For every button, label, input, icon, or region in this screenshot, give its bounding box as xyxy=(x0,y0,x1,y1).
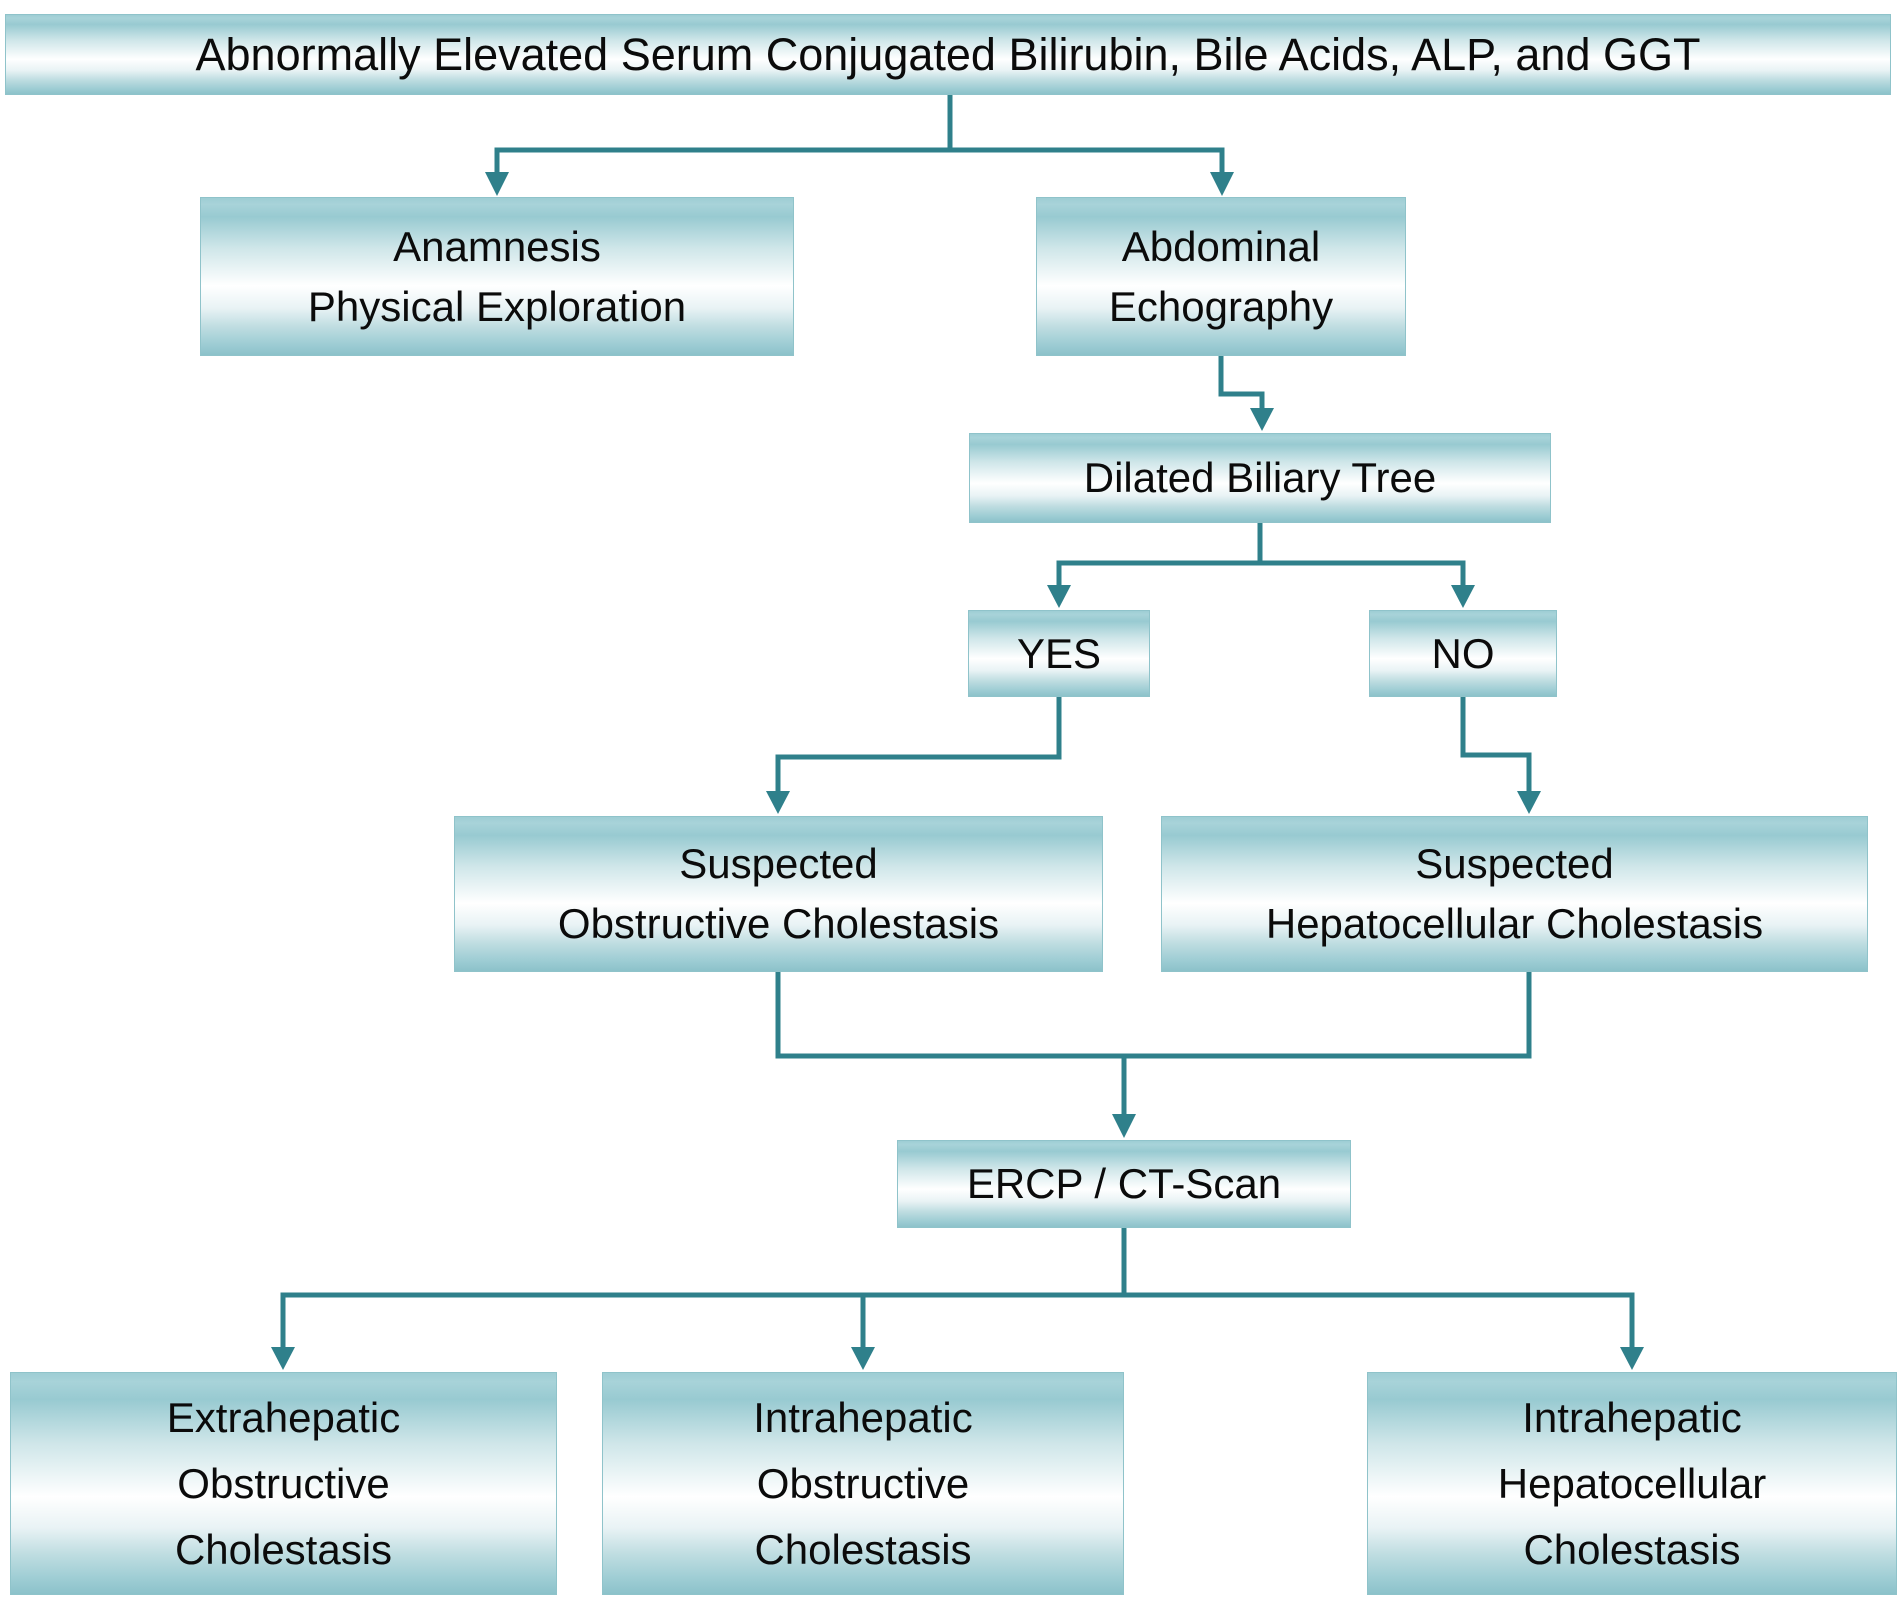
node-extrahepatic-obstructive-cholestasis: Extrahepatic Obstructive Cholestasis xyxy=(10,1372,557,1595)
arrowhead-icon xyxy=(1047,585,1071,608)
node-suspected-obstructive-cholestasis: Suspected Obstructive Cholestasis xyxy=(454,816,1103,972)
node-label: Obstructive xyxy=(177,1459,390,1507)
connector-no-to-suspected-hepatocellular xyxy=(1460,693,1541,814)
node-label: Hepatocellular xyxy=(1497,1459,1767,1507)
connector-yes-to-suspected-obstructive xyxy=(766,693,1062,814)
node-label: Abdominal xyxy=(1121,222,1321,270)
connector-echography-to-dilated xyxy=(1218,352,1274,431)
node-label: Suspected xyxy=(679,840,878,887)
node-label: Extrahepatic xyxy=(166,1393,401,1441)
arrowhead-icon xyxy=(1517,791,1541,814)
node-label: Dilated Biliary Tree xyxy=(1083,454,1437,501)
node-label: Echography xyxy=(1108,282,1334,330)
node-intrahepatic-hepatocellular-cholestasis: Intrahepatic Hepatocellular Cholestasis xyxy=(1367,1372,1897,1595)
node-label: Physical Exploration xyxy=(307,282,687,330)
node-yes: YES xyxy=(968,610,1150,697)
node-title: Abnormally Elevated Serum Conjugated Bil… xyxy=(5,14,1891,95)
connector-ercp-to-outcomes xyxy=(271,1224,1644,1370)
node-anamnesis-physical-exploration: Anamnesis Physical Exploration xyxy=(200,197,794,356)
node-label: Cholestasis xyxy=(754,1525,972,1573)
node-label: Hepatocellular Cholestasis xyxy=(1265,900,1764,947)
arrowhead-icon xyxy=(1451,585,1475,608)
node-ercp-ct-scan: ERCP / CT-Scan xyxy=(897,1140,1351,1228)
node-abdominal-echography: Abdominal Echography xyxy=(1036,197,1406,356)
connector-suspected-merge-to-ercp xyxy=(775,968,1532,1138)
node-label: ERCP / CT-Scan xyxy=(966,1160,1282,1207)
node-label: Intrahepatic xyxy=(1522,1393,1742,1441)
node-label: Cholestasis xyxy=(1523,1525,1741,1573)
arrowhead-icon xyxy=(1210,172,1234,196)
node-label: Cholestasis xyxy=(174,1525,393,1573)
connector-dilated-to-yes-no xyxy=(1047,519,1475,608)
node-no: NO xyxy=(1369,610,1557,697)
arrowhead-icon xyxy=(766,791,790,814)
connector-title-to-row2 xyxy=(485,91,1234,196)
arrowhead-icon xyxy=(851,1347,875,1370)
node-dilated-biliary-tree: Dilated Biliary Tree xyxy=(969,433,1551,523)
node-label: Intrahepatic xyxy=(753,1393,973,1441)
node-label: Suspected xyxy=(1415,840,1614,887)
arrowhead-icon xyxy=(1620,1347,1644,1370)
node-title-label: Abnormally Elevated Serum Conjugated Bil… xyxy=(195,28,1701,80)
arrowhead-icon xyxy=(485,172,509,196)
node-label: NO xyxy=(1431,629,1495,677)
node-label: Obstructive Cholestasis xyxy=(557,900,1000,947)
arrowhead-icon xyxy=(271,1347,295,1370)
node-label: Obstructive xyxy=(756,1459,970,1507)
arrowhead-icon xyxy=(1250,408,1274,431)
arrowhead-icon xyxy=(1112,1114,1136,1138)
node-label: YES xyxy=(1016,629,1102,677)
node-suspected-hepatocellular-cholestasis: Suspected Hepatocellular Cholestasis xyxy=(1161,816,1868,972)
node-intrahepatic-obstructive-cholestasis: Intrahepatic Obstructive Cholestasis xyxy=(602,1372,1124,1595)
node-label: Anamnesis xyxy=(393,222,601,270)
